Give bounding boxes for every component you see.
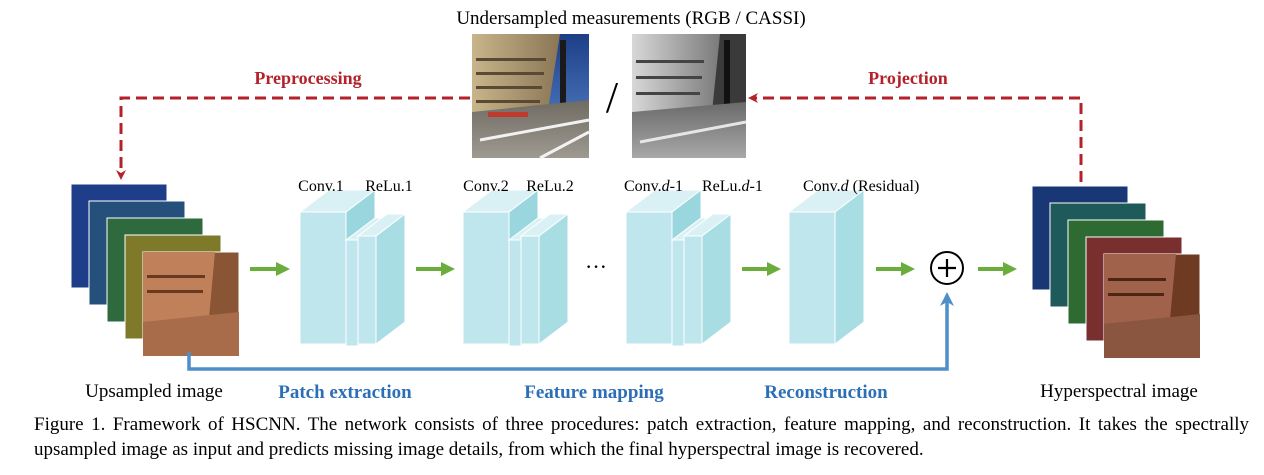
layer-2-conv-label: Conv.2 — [463, 178, 509, 195]
patch-extraction-label: Patch extraction — [278, 382, 412, 403]
cassi-measurement-image — [632, 34, 747, 158]
reconstruction-label: Reconstruction — [764, 382, 888, 403]
preprocessing-arrow — [116, 96, 470, 180]
residual-skip-connection — [187, 292, 954, 371]
layer-block-2 — [461, 188, 570, 348]
layer-block-d-residual — [787, 188, 866, 346]
measurement-separator: / — [606, 73, 619, 122]
projection-arrow — [748, 93, 1083, 182]
hyperspectral-image-stack — [1031, 185, 1201, 359]
flow-arrows — [250, 262, 1017, 276]
green-arrow-2 — [416, 262, 455, 276]
layer-2-relu-label: ReLu.2 — [526, 178, 574, 195]
green-arrow-5 — [978, 262, 1017, 276]
preprocessing-label: Preprocessing — [254, 68, 361, 88]
layer-1-conv-label: Conv.1 — [298, 178, 344, 195]
feature-mapping-label: Feature mapping — [524, 382, 664, 403]
ellipsis: ··· — [585, 254, 607, 279]
figure-caption: Figure 1. Framework of HSCNN. The networ… — [34, 414, 1249, 460]
layer-block-d-1 — [624, 188, 733, 348]
measurements-title: Undersampled measurements (RGB / CASSI) — [456, 8, 805, 29]
upsampled-image-label: Upsampled image — [85, 381, 223, 402]
hyperspectral-image-label: Hyperspectral image — [1040, 381, 1198, 402]
green-arrow-1 — [250, 262, 290, 276]
green-arrow-4 — [876, 262, 915, 276]
rgb-measurement-image — [472, 34, 590, 160]
layer-d-conv-label: Conv.d (Residual) — [803, 178, 919, 195]
layer-d-1-conv-label: Conv.d-1 — [624, 178, 683, 195]
projection-label: Projection — [868, 68, 948, 88]
upsampled-image-stack — [70, 183, 240, 357]
layer-d-1-relu-label: ReLu.d-1 — [702, 178, 763, 195]
layer-block-1 — [298, 188, 407, 348]
sum-node — [930, 251, 964, 285]
layer-1-relu-label: ReLu.1 — [365, 178, 413, 195]
green-arrow-3 — [742, 262, 781, 276]
